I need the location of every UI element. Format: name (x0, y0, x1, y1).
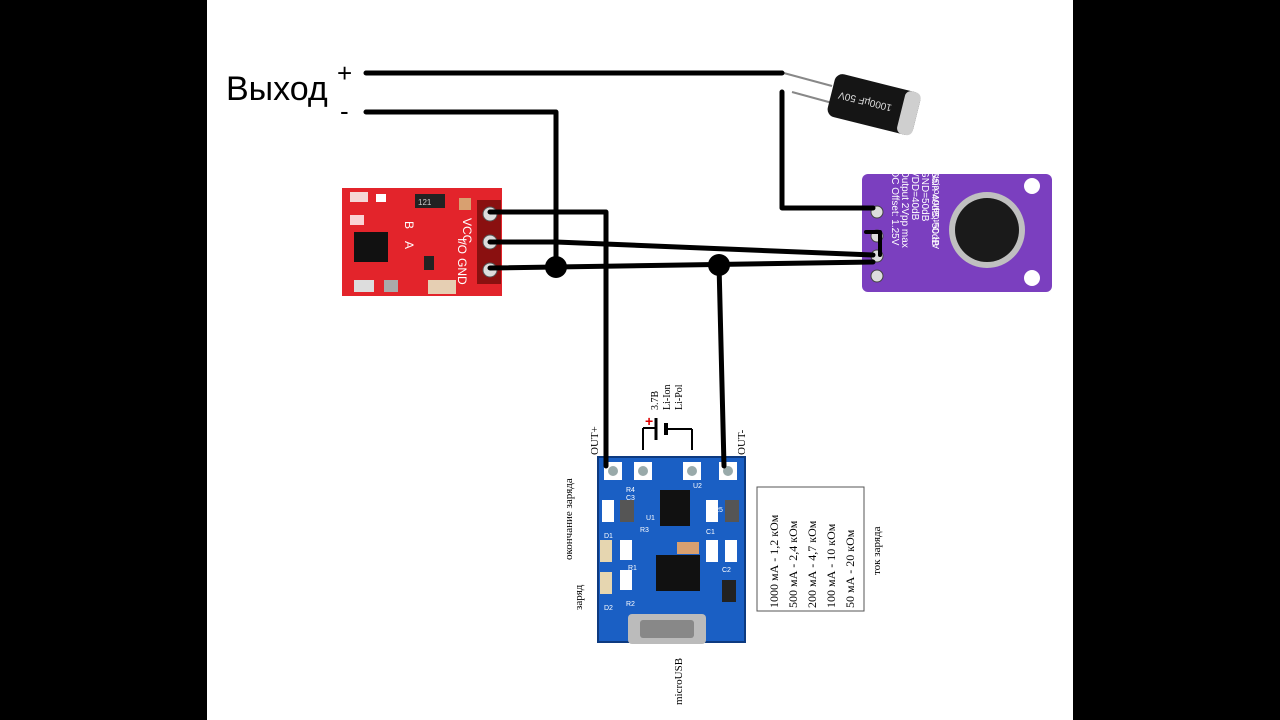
silk-d2: D2 (604, 605, 613, 612)
charging-label: заряд (573, 584, 585, 610)
touch-label-a: A (402, 241, 416, 249)
wire-mic-jumper (864, 230, 882, 257)
mic-pins-label: AR OutGainVccGND (931, 165, 941, 249)
wire-vcc-to-outplus (487, 209, 609, 469)
mic-text-5: DC Offset: 1.25V (889, 170, 900, 246)
output-plus-sign: + (337, 58, 352, 88)
charger-out-minus-label: OUT- (736, 429, 748, 455)
wire-output-minus (363, 109, 559, 269)
charger-out-plus-label: OUT+ (589, 426, 601, 455)
battery-type-1: Li-Ion (662, 384, 673, 410)
output-label: Выход (226, 70, 328, 108)
mic-text-2: GND=50dB (919, 170, 930, 222)
resistor-table: 1000 мА - 1,2 кОм 500 мА - 2,4 кОм 200 м… (756, 486, 865, 612)
silk-u2: U2 (693, 483, 702, 490)
battery-voltage: 3.7В (650, 391, 661, 411)
resistor-row-2: 500 мА - 2,4 кОм (786, 520, 800, 608)
wiring-diagram: Выход + - 1000µF 50V 121 A B VCC I/O GND (226, 58, 1052, 705)
junction-node-right (708, 254, 730, 276)
wire-cap-to-mic (779, 89, 876, 211)
mic-text-4: Output 2Vpp max (899, 170, 910, 248)
capacitor: 1000µF 50V (779, 71, 921, 136)
touch-label-b: B (402, 221, 416, 229)
silk-u1: U1 (646, 515, 655, 522)
touch-chip-label: 121 (418, 198, 432, 207)
touch-pin-io: I/O (455, 238, 469, 254)
mic-text-3: VDD=40dB (909, 170, 920, 221)
mic-text-1: Gain 40dB, 50dB (929, 170, 940, 246)
microphone-module: Gain 40dB, 50dB GND=50dB VDD=40dB Output… (862, 165, 1052, 292)
touch-sensor-module: 121 A B VCC I/O GND (342, 188, 502, 296)
silk-r3: R3 (640, 527, 649, 534)
silk-r1: R1 (628, 565, 637, 572)
charge-current-label: ток заряда (871, 526, 883, 575)
wire-gnd-to-outminus (716, 261, 727, 469)
silk-d1: D1 (604, 533, 613, 540)
silk-c1: C1 (706, 529, 715, 536)
battery-type-2: Li-Pol (674, 384, 685, 410)
end-of-charge-label: окончание заряда (563, 478, 575, 560)
battery-symbol: + 3.7В Li-Ion Li-Pol (642, 384, 693, 450)
resistor-row-1: 1000 мА - 1,2 кОм (767, 514, 781, 608)
silk-r5: R5 (714, 507, 723, 514)
silk-r2: R2 (626, 601, 635, 608)
resistor-row-3: 200 мА - 4,7 кОм (805, 520, 819, 608)
silk-r4: R4 (626, 487, 635, 494)
battery-plus-sign: + (645, 413, 653, 429)
wire-io-to-mic (487, 239, 876, 258)
output-minus-sign: - (340, 96, 349, 126)
diagram-canvas: Выход + - 1000µF 50V 121 A B VCC I/O GND (207, 0, 1073, 720)
junction-node-left (545, 256, 567, 278)
resistor-row-5: 50 мА - 20 кОм (843, 529, 857, 608)
touch-pin-gnd: GND (455, 258, 469, 285)
silk-c3: C3 (626, 495, 635, 502)
micro-usb-label: microUSB (673, 658, 685, 705)
charger-module: R4 C3 U2 U1 R5 R3 R1 R2 D1 D2 C1 C2 (597, 456, 746, 644)
touch-pin-vcc: VCC (460, 218, 474, 244)
resistor-row-4: 100 мА - 10 кОм (824, 523, 838, 608)
silk-c2: C2 (722, 567, 731, 574)
